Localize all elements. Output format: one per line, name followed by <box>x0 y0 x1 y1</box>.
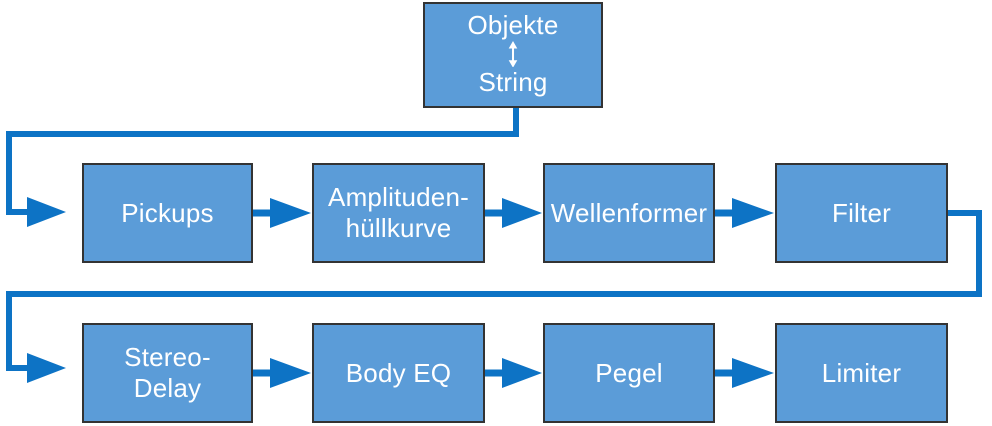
node-label: Filter <box>832 197 891 228</box>
node-label: Pegel <box>595 357 663 388</box>
node-label: Body EQ <box>345 357 452 388</box>
node-limiter: Limiter <box>775 323 948 423</box>
source-node-bottom-label: String <box>478 67 548 98</box>
node-label: Stereo- Delay <box>124 342 211 403</box>
node-stereo-delay: Stereo- Delay <box>82 323 253 423</box>
source-node-top-label: Objekte <box>467 10 559 40</box>
node-amplituden-huellkurve: Amplituden- hüllkurve <box>312 163 485 263</box>
arrowhead-pickups-amplituden <box>270 198 311 228</box>
arrowhead-wellenformer-filter <box>732 198 774 228</box>
node-body-eq: Body EQ <box>312 323 485 423</box>
node-objekte-string: Objekte String <box>423 2 603 108</box>
node-label: Pickups <box>121 197 214 228</box>
arrowhead-pegel-limiter <box>732 358 774 388</box>
arrowhead-amplituden-wellenformer <box>502 198 542 228</box>
node-filter: Filter <box>775 163 948 263</box>
node-label: Limiter <box>821 357 902 388</box>
node-pickups: Pickups <box>82 163 253 263</box>
bidirectional-arrow-icon <box>508 40 518 68</box>
arrowhead-into-stereo-delay <box>27 353 66 383</box>
node-label: Wellenformer <box>550 197 708 228</box>
node-label: Amplituden- hüllkurve <box>328 182 469 243</box>
node-pegel: Pegel <box>543 323 715 423</box>
arrowhead-body-eq-pegel <box>502 358 542 388</box>
arrowhead-into-pickups <box>27 197 66 227</box>
arrowhead-stereo-delay-body-eq <box>270 358 311 388</box>
node-wellenformer: Wellenformer <box>543 163 715 263</box>
